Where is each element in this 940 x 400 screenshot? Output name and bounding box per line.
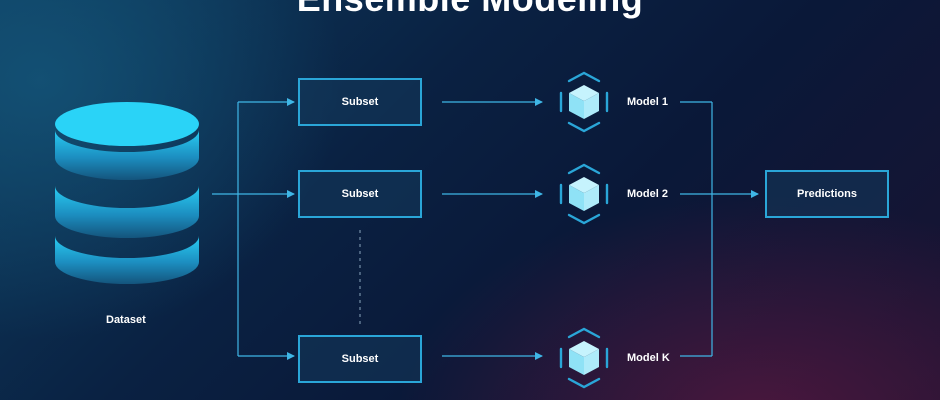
model-label-3: Model K — [627, 352, 670, 364]
cube-icon — [559, 327, 609, 389]
model-label-2: Model 2 — [627, 188, 668, 200]
cube-icon — [559, 71, 609, 133]
predictions-box: Predictions — [765, 170, 889, 218]
subset-box-3: Subset — [298, 335, 422, 383]
diagram-title: Ensemble Modeling — [0, 0, 940, 20]
model-label-1: Model 1 — [627, 96, 668, 108]
dataset-label: Dataset — [106, 314, 146, 326]
cube-icon — [559, 163, 609, 225]
subset-box-1: Subset — [298, 78, 422, 126]
subset-box-2: Subset — [298, 170, 422, 218]
